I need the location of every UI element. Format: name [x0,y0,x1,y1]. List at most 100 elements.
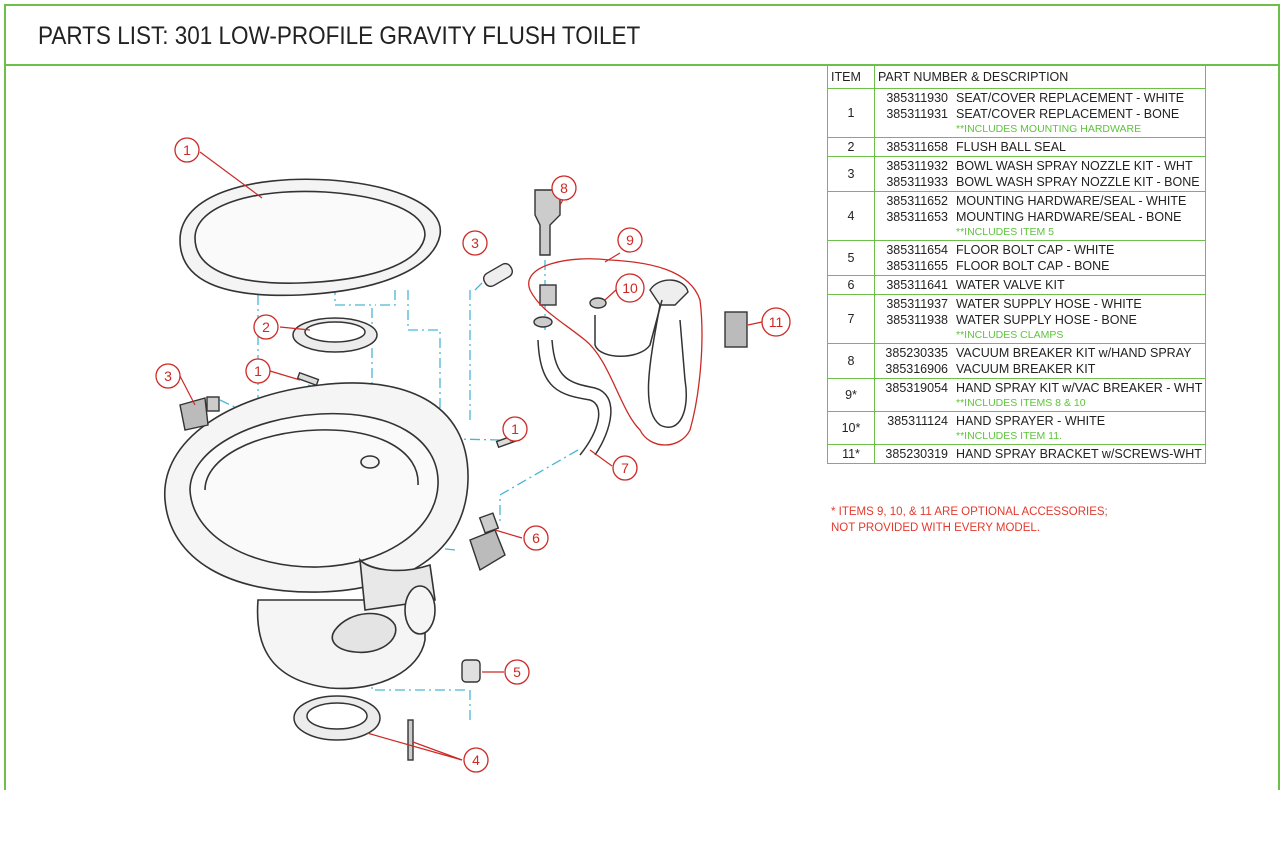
part-note: **INCLUDES ITEM 5 [956,226,1055,238]
item-number: 10* [827,411,875,445]
parts-table-header: ITEM PART NUMBER & DESCRIPTION [827,65,1207,89]
table-row: 10* 385311124 HAND SPRAYER - WHITE **INCLUD… [827,411,1207,445]
page-title: PARTS LIST: 301 LOW-PROFILE GRAVITY FLUS… [38,22,641,50]
callout-10-hand-sprayer: 10 [615,273,645,303]
part-description: HAND SPRAYER - WHITE [956,414,1106,428]
part-number: 385311938 [886,313,948,327]
callout-1-seat: 1 [174,137,200,163]
part-description-cell: 385230319 HAND SPRAY BRACKET w/SCREWS-WHT [873,444,1207,464]
flush-ball-seal-part [292,317,378,353]
part-description: FLOOR BOLT CAP - BONE [956,259,1110,273]
hand-spray-kit-outline [528,258,703,446]
svg-text:6: 6 [532,530,540,546]
callout-8-vacuum-breaker: 8 [551,175,577,201]
svg-text:1: 1 [183,142,191,158]
callout-2-seal: 2 [253,314,279,340]
item-number: 4 [827,191,875,241]
svg-text:10: 10 [622,280,638,296]
callout-9-hand-spray-kit: 9 [617,227,643,253]
part-number: 385230335 [885,346,948,360]
svg-text:8: 8 [560,180,568,196]
callout-6-water-valve: 6 [523,525,549,551]
item-number: 1 [827,88,875,138]
item-number: 8 [827,343,875,379]
part-line: 385311938 WATER SUPPLY HOSE - BONE [878,312,1202,328]
part-description: BOWL WASH SPRAY NOZZLE KIT - BONE [956,175,1200,189]
part-number: 385319054 [885,381,948,395]
part-description: VACUUM BREAKER KIT [956,362,1096,376]
part-note: **INCLUDES ITEMS 8 & 10 [956,397,1086,409]
part-line: 385230319 HAND SPRAY BRACKET w/SCREWS-WHT [878,446,1202,462]
part-line: 385319054 HAND SPRAY KIT w/VAC BREAKER - … [878,380,1202,396]
part-line: 385311655 FLOOR BOLT CAP - BONE [878,258,1202,274]
svg-text:9: 9 [626,232,634,248]
small-parts [179,189,748,761]
svg-text:3: 3 [164,368,172,384]
part-number: 385311641 [886,278,948,292]
svg-text:11: 11 [769,314,784,330]
part-note: **INCLUDES MOUNTING HARDWARE [956,123,1142,135]
part-description-cell: 385311124 HAND SPRAYER - WHITE **INCLUDES … [873,411,1207,445]
title-bar: PARTS LIST: 301 LOW-PROFILE GRAVITY FLUS… [4,4,1280,66]
footnote-line-2: NOT PROVIDED WITH EVERY MODEL. [831,522,1040,534]
part-number: 385311933 [886,175,948,189]
callout-7-hose: 7 [612,455,638,481]
part-number: 385311937 [886,297,948,311]
part-description: SEAT/COVER REPLACEMENT - WHITE [956,91,1185,105]
part-number: 385311658 [886,140,948,154]
svg-text:2: 2 [262,319,270,335]
callout-1-pin-right: 1 [502,416,528,442]
part-note: **INCLUDES ITEM 11. [956,430,1062,442]
part-description: MOUNTING HARDWARE/SEAL - BONE [956,210,1182,224]
table-row: 8 385230335 VACUUM BREAKER KIT w/HAND SPRA… [827,343,1207,379]
part-description: MOUNTING HARDWARE/SEAL - WHITE [956,194,1187,208]
svg-text:4: 4 [472,752,480,768]
part-description: FLOOR BOLT CAP - WHITE [956,243,1115,257]
part-number: 385230319 [885,447,948,461]
callout-3-nozzle-left: 3 [155,363,181,389]
svg-text:5: 5 [513,664,521,680]
part-description: HAND SPRAY KIT w/VAC BREAKER - WHT [956,381,1203,395]
part-number: 385311124 [887,414,948,428]
floor-seal-part [293,695,381,741]
part-description-cell: 385230335 VACUUM BREAKER KIT w/HAND SPRAY… [873,343,1207,379]
part-note: **INCLUDES CLAMPS [956,329,1064,341]
seat-cover-part [179,178,441,297]
svg-text:3: 3 [471,235,479,251]
item-number: 6 [827,275,875,295]
svg-text:7: 7 [621,460,629,476]
part-description: VACUUM BREAKER KIT w/HAND SPRAY [956,346,1192,360]
callout-1-pin-left: 1 [245,358,271,384]
optional-accessories-footnote: * ITEMS 9, 10, & 11 ARE OPTIONAL ACCESSO… [831,504,1108,536]
part-description: HAND SPRAY BRACKET w/SCREWS-WHT [956,447,1202,461]
part-number: 385311655 [886,259,948,273]
item-number: 5 [827,240,875,276]
item-number: 3 [827,156,875,192]
part-number: 385311654 [886,243,948,257]
part-description: WATER SUPPLY HOSE - BONE [956,313,1137,327]
callout-3-nozzle-top: 3 [462,230,488,256]
part-description-cell: 385319054 HAND SPRAY KIT w/VAC BREAKER - … [873,378,1207,412]
page-frame [4,4,1280,790]
